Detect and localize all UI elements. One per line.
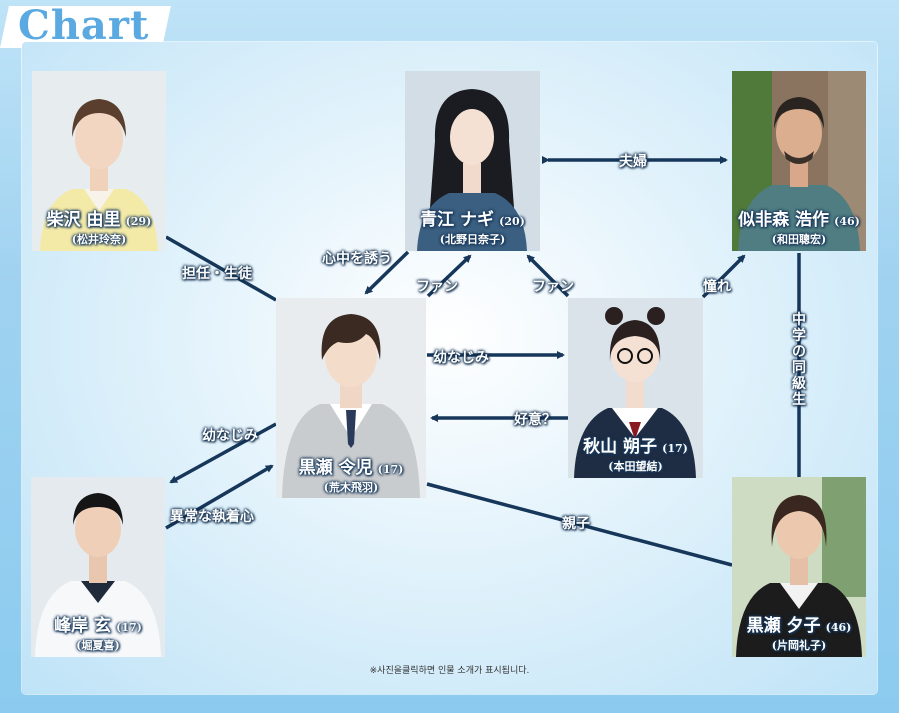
character-card-minegishi[interactable]: 峰岸 玄 (17) (堀夏喜) [31, 477, 165, 657]
character-age: (17) [377, 463, 404, 476]
actor-name: (堀夏喜) [76, 639, 120, 652]
character-card-nihimori[interactable]: 似非森 浩作 (46) (和田聰宏) [732, 71, 866, 251]
character-name: 似非森 浩作 [738, 210, 830, 230]
character-name: 峰岸 玄 [54, 616, 112, 636]
character-card-kurose-reiji[interactable]: 黒瀬 令児 (17) (荒木飛羽) [276, 298, 426, 498]
character-name: 青江 ナギ [420, 210, 495, 230]
card-caption: 青江 ナギ (20) (北野日奈子) [405, 205, 540, 247]
character-card-kurose-yuko[interactable]: 黒瀬 夕子 (46) (片岡礼子) [732, 477, 866, 657]
card-caption: 柴沢 由里 (29) (松井玲奈) [32, 205, 166, 247]
actor-name: (片岡礼子) [771, 639, 827, 652]
footnote: ※사진을클릭하면 인물 소개가 표시됩니다. [369, 666, 530, 676]
relation-label-osananajimi2: 幼なじみ [202, 428, 258, 444]
portrait-figure [732, 477, 866, 657]
card-caption: 似非森 浩作 (46) (和田聰宏) [732, 205, 866, 247]
relation-label-tannin: 担任・生徒 [182, 266, 252, 282]
relation-label-akogare: 憧れ [703, 279, 731, 295]
character-age: (29) [125, 215, 152, 228]
relation-label-ijou: 異常な執着心 [170, 509, 254, 525]
character-card-aoe[interactable]: 青江 ナギ (20) (北野日奈子) [405, 71, 540, 251]
relation-label-osananajimi1: 幼なじみ [433, 350, 489, 366]
relation-label-fufu: 夫婦 [619, 154, 647, 170]
character-name: 黒瀬 夕子 [746, 616, 821, 636]
relation-label-koui: 好意？ [514, 412, 556, 428]
card-caption: 黒瀬 令児 (17) (荒木飛羽) [276, 453, 426, 495]
relation-label-fan1: ファン [416, 279, 458, 295]
actor-name: (和田聰宏) [771, 233, 827, 246]
character-name: 黒瀬 令児 [298, 458, 373, 478]
actor-name: (荒木飛羽) [323, 481, 379, 494]
portrait-figure [568, 298, 703, 478]
character-name: 柴沢 由里 [46, 210, 121, 230]
relation-label-shinju: 心中を誘う [322, 251, 392, 267]
character-card-akiyama[interactable]: 秋山 朔子 (17) (本田望結) [568, 298, 703, 478]
portrait-figure [405, 71, 540, 251]
relation-label-fan2: ファン [532, 279, 574, 295]
portrait-figure [276, 298, 426, 498]
actor-name: (松井玲奈) [71, 233, 127, 246]
page-title: Chart [18, 2, 150, 49]
actor-name: (本田望結) [608, 460, 663, 473]
portrait-figure [31, 477, 165, 657]
chart-header: Chart [0, 0, 899, 49]
card-caption: 秋山 朔子 (17) (本田望結) [568, 432, 703, 474]
character-name: 秋山 朔子 [583, 437, 658, 457]
card-caption: 黒瀬 夕子 (46) (片岡礼子) [732, 611, 866, 653]
card-caption: 峰岸 玄 (17) (堀夏喜) [31, 611, 165, 653]
character-age: (17) [662, 442, 688, 455]
character-age: (17) [116, 621, 142, 634]
actor-name: (北野日奈子) [439, 233, 506, 246]
character-card-shibasawa[interactable]: 柴沢 由里 (29) (松井玲奈) [32, 71, 166, 251]
character-age: (46) [834, 215, 860, 228]
character-age: (20) [499, 215, 525, 228]
portrait-figure [32, 71, 166, 251]
relation-label-chugaku: 中学の同級生 [792, 312, 806, 408]
portrait-figure [732, 71, 866, 251]
character-age: (46) [825, 621, 852, 634]
relation-label-oyako: 親子 [562, 516, 590, 532]
